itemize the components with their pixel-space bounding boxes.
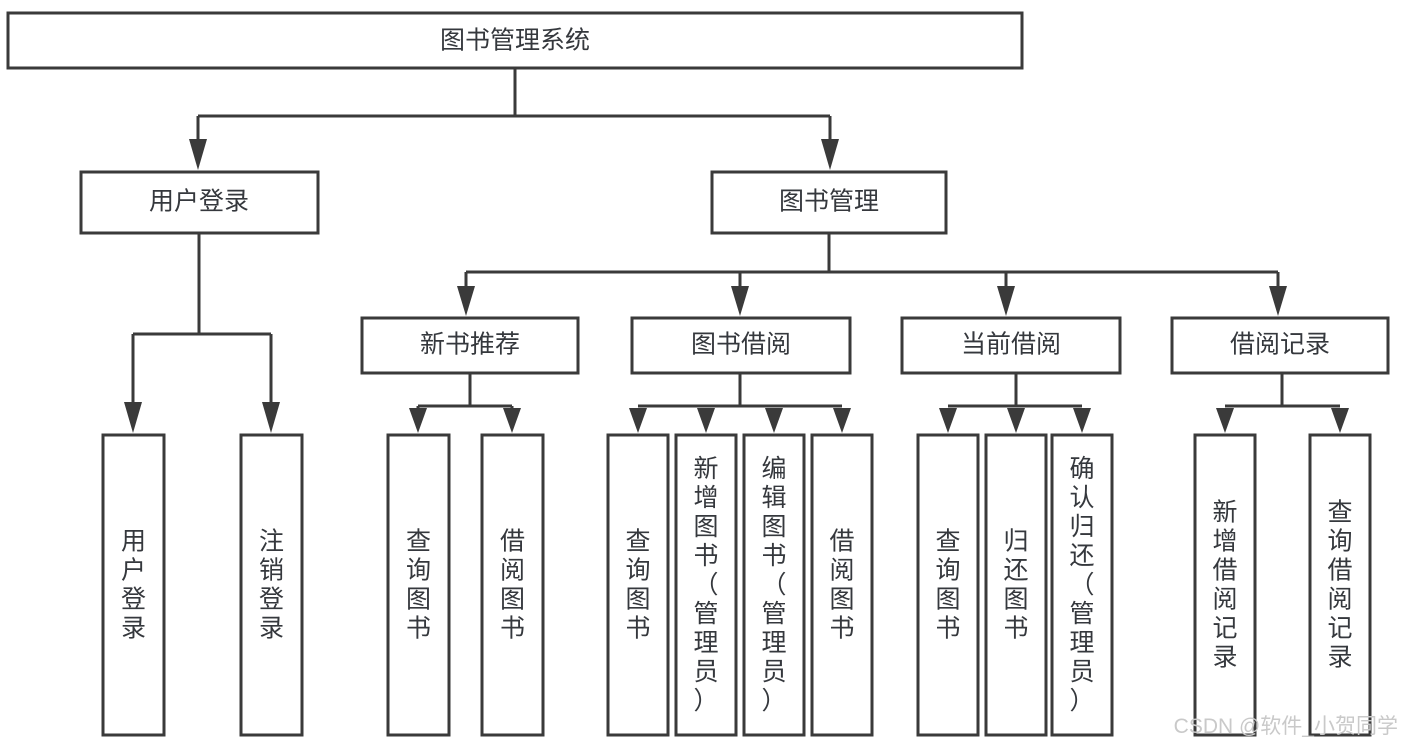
node-leaf-query-book-3[interactable]: 查询图书: [916, 433, 980, 737]
node-leaf-query-record-box[interactable]: [1308, 433, 1372, 737]
arrow-head-leaf-query-record: [1331, 408, 1349, 433]
edges-current-borrow-to-leaves: [939, 373, 1091, 433]
node-borrow-record-label: 借阅记录: [1230, 331, 1330, 359]
node-book-manage-label: 图书管理: [779, 188, 879, 216]
node-leaf-query-book-2-box[interactable]: [606, 433, 670, 737]
node-book-manage-box[interactable]: [710, 170, 948, 235]
edges-book-borrow-to-leaves: [629, 373, 851, 433]
edges-root-to-level1: [189, 68, 839, 170]
node-leaf-user-login[interactable]: 用户登录: [101, 433, 166, 737]
arrow-head-leaf-add-book: [697, 408, 715, 433]
node-leaf-borrow-book-2[interactable]: 借阅图书: [810, 433, 874, 737]
arrow-head-book-manage: [821, 139, 839, 170]
arrow-head-leaf-borrow-book-1: [503, 408, 521, 433]
node-book-borrow-box[interactable]: [630, 316, 852, 375]
node-book-manage[interactable]: 图书管理: [710, 170, 948, 235]
node-user-login-box[interactable]: [79, 170, 320, 235]
node-new-book-rec-box[interactable]: [360, 316, 580, 375]
arrow-head-leaf-borrow-book-2: [833, 408, 851, 433]
node-root-box[interactable]: [6, 11, 1024, 70]
node-leaf-add-record-label: 新增借阅记录: [1212, 499, 1237, 672]
node-leaf-add-record-box[interactable]: [1193, 433, 1257, 737]
node-new-book-rec-label: 新书推荐: [420, 331, 520, 359]
node-user-login-label: 用户登录: [149, 188, 249, 216]
node-leaf-return-book-box[interactable]: [984, 433, 1048, 737]
node-leaf-query-book-3-label: 查询图书: [935, 528, 960, 643]
leaf-node-layer: 用户登录 注销登录 查询图书 借阅图书 查询图书 新增图书（管理员） 编辑图书（管理员） 借阅…: [101, 433, 1372, 737]
node-leaf-return-book-label: 归还图书: [1003, 528, 1028, 643]
node-leaf-query-book-3-box[interactable]: [916, 433, 980, 737]
node-leaf-confirm-return-box[interactable]: [1050, 433, 1114, 737]
node-leaf-edit-book-box[interactable]: [742, 433, 806, 737]
node-leaf-query-book-2[interactable]: 查询图书: [606, 433, 670, 737]
node-leaf-add-book-box[interactable]: [674, 433, 738, 737]
arrow-head-leaf-user-logout: [262, 402, 280, 433]
node-leaf-confirm-return[interactable]: 确认归还（管理员）: [1050, 433, 1114, 737]
arrow-head-leaf-query-book-3: [939, 408, 957, 433]
arrow-head-leaf-query-book-1: [409, 408, 427, 433]
arrow-head-borrow-record: [1269, 286, 1287, 316]
edges-borrow-record-to-leaves: [1216, 373, 1349, 433]
node-leaf-edit-book-label: 编辑图书（管理员）: [761, 455, 786, 715]
node-new-book-rec[interactable]: 新书推荐: [360, 316, 580, 375]
node-leaf-user-logout[interactable]: 注销登录: [239, 433, 304, 737]
arrow-head-leaf-add-record: [1216, 408, 1234, 433]
node-root[interactable]: 图书管理系统: [6, 11, 1024, 70]
node-leaf-borrow-book-1-label: 借阅图书: [500, 528, 525, 643]
node-leaf-return-book[interactable]: 归还图书: [984, 433, 1048, 737]
edges-book-manage-to-level2: [457, 233, 1287, 316]
node-leaf-query-record[interactable]: 查询借阅记录: [1308, 433, 1372, 737]
node-book-borrow[interactable]: 图书借阅: [630, 316, 852, 375]
node-leaf-user-logout-label: 注销登录: [259, 528, 284, 643]
node-leaf-confirm-return-label: 确认归还（管理员）: [1069, 455, 1094, 715]
node-current-borrow-box[interactable]: [900, 316, 1122, 375]
node-leaf-query-book-1-box[interactable]: [386, 433, 451, 737]
node-leaf-add-book[interactable]: 新增图书（管理员）: [674, 433, 738, 737]
node-leaf-borrow-book-2-label: 借阅图书: [829, 528, 854, 643]
node-borrow-record-box[interactable]: [1170, 316, 1390, 375]
arrow-head-leaf-confirm-return: [1073, 408, 1091, 433]
csdn-watermark: CSDN @软件_小贺同学: [1174, 715, 1398, 738]
node-leaf-borrow-book-2-box[interactable]: [810, 433, 874, 737]
arrow-head-book-borrow: [731, 286, 749, 316]
node-leaf-user-login-box[interactable]: [101, 433, 166, 737]
node-leaf-borrow-book-1-box[interactable]: [480, 433, 545, 737]
edges-new-book-rec-to-leaves: [409, 373, 521, 433]
arrow-head-current-borrow: [997, 286, 1015, 316]
arrow-head-new-book-rec: [457, 286, 475, 316]
node-current-borrow-label: 当前借阅: [961, 331, 1061, 359]
node-user-login[interactable]: 用户登录: [79, 170, 320, 235]
node-root-label: 图书管理系统: [440, 27, 590, 55]
node-leaf-user-logout-box[interactable]: [239, 433, 304, 737]
arrow-head-leaf-return-book: [1007, 408, 1025, 433]
node-leaf-add-book-label: 新增图书（管理员）: [693, 455, 718, 715]
node-current-borrow[interactable]: 当前借阅: [900, 316, 1122, 375]
node-leaf-query-book-1-label: 查询图书: [406, 528, 431, 643]
node-leaf-query-book-1[interactable]: 查询图书: [386, 433, 451, 737]
edges-user-login-to-leaves: [124, 233, 280, 433]
node-leaf-user-login-label: 用户登录: [121, 528, 146, 643]
node-leaf-edit-book[interactable]: 编辑图书（管理员）: [742, 433, 806, 737]
arrow-head-leaf-user-login: [124, 402, 142, 433]
node-borrow-record[interactable]: 借阅记录: [1170, 316, 1390, 375]
node-leaf-borrow-book-1[interactable]: 借阅图书: [480, 433, 545, 737]
node-leaf-query-record-label: 查询借阅记录: [1327, 499, 1352, 672]
node-book-borrow-label: 图书借阅: [691, 331, 791, 359]
node-leaf-add-record[interactable]: 新增借阅记录: [1193, 433, 1257, 737]
arrow-head-leaf-query-book-2: [629, 408, 647, 433]
arrow-head-user-login: [189, 139, 207, 170]
arrow-head-leaf-edit-book: [765, 408, 783, 433]
node-leaf-query-book-2-label: 查询图书: [625, 528, 650, 643]
